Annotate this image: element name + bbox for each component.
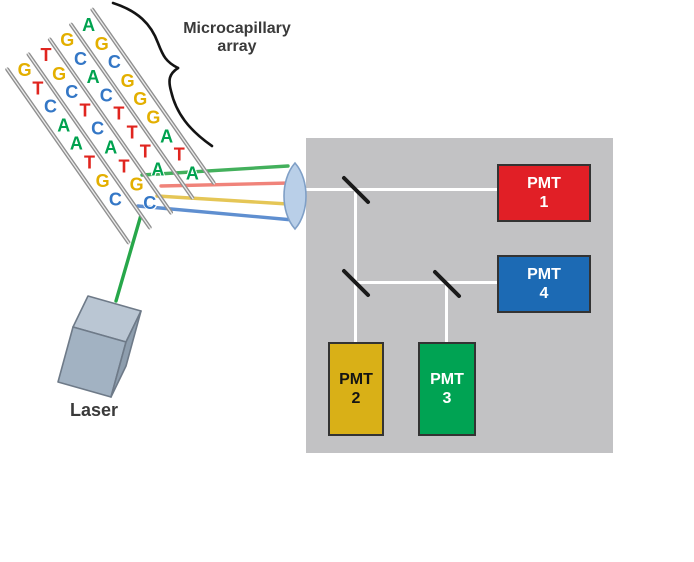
white-beam-down-2 bbox=[445, 283, 448, 342]
pmt-2-box: PMT 2 bbox=[328, 342, 384, 436]
laser-label: Laser bbox=[69, 400, 119, 420]
pmt-1-box: PMT 1 bbox=[497, 164, 591, 222]
white-beam-main bbox=[306, 188, 498, 191]
array-label: Microcapillary array bbox=[158, 20, 316, 56]
pmt-4-box: PMT 4 bbox=[497, 255, 591, 313]
dna-base: A bbox=[185, 163, 199, 184]
pmt-2-number: 2 bbox=[351, 390, 361, 407]
laser-box-top-face bbox=[72, 295, 142, 343]
pmt-3-box: PMT 3 bbox=[418, 342, 476, 436]
laser-box-side-face bbox=[110, 310, 142, 398]
dna-base: A bbox=[151, 159, 165, 180]
dna-base: C bbox=[108, 189, 122, 210]
pmt-3-number: 3 bbox=[442, 390, 452, 407]
laser-box bbox=[57, 295, 142, 398]
array-label-line2: array bbox=[217, 38, 257, 55]
white-beam-cross bbox=[355, 281, 498, 284]
pmt-1-label: PMT bbox=[527, 175, 561, 192]
pmt-3-label: PMT bbox=[430, 371, 464, 388]
array-label-line1: Microcapillary bbox=[183, 20, 291, 37]
white-beam-down-1 bbox=[354, 189, 357, 342]
pmt-4-number: 4 bbox=[539, 285, 549, 302]
pmt-1-number: 1 bbox=[539, 194, 549, 211]
pmt-4-label: PMT bbox=[527, 266, 561, 283]
dna-base: C bbox=[143, 192, 157, 213]
laser-box-front-face bbox=[57, 326, 127, 398]
focusing-lens bbox=[283, 161, 307, 231]
pmt-2-label: PMT bbox=[339, 371, 373, 388]
